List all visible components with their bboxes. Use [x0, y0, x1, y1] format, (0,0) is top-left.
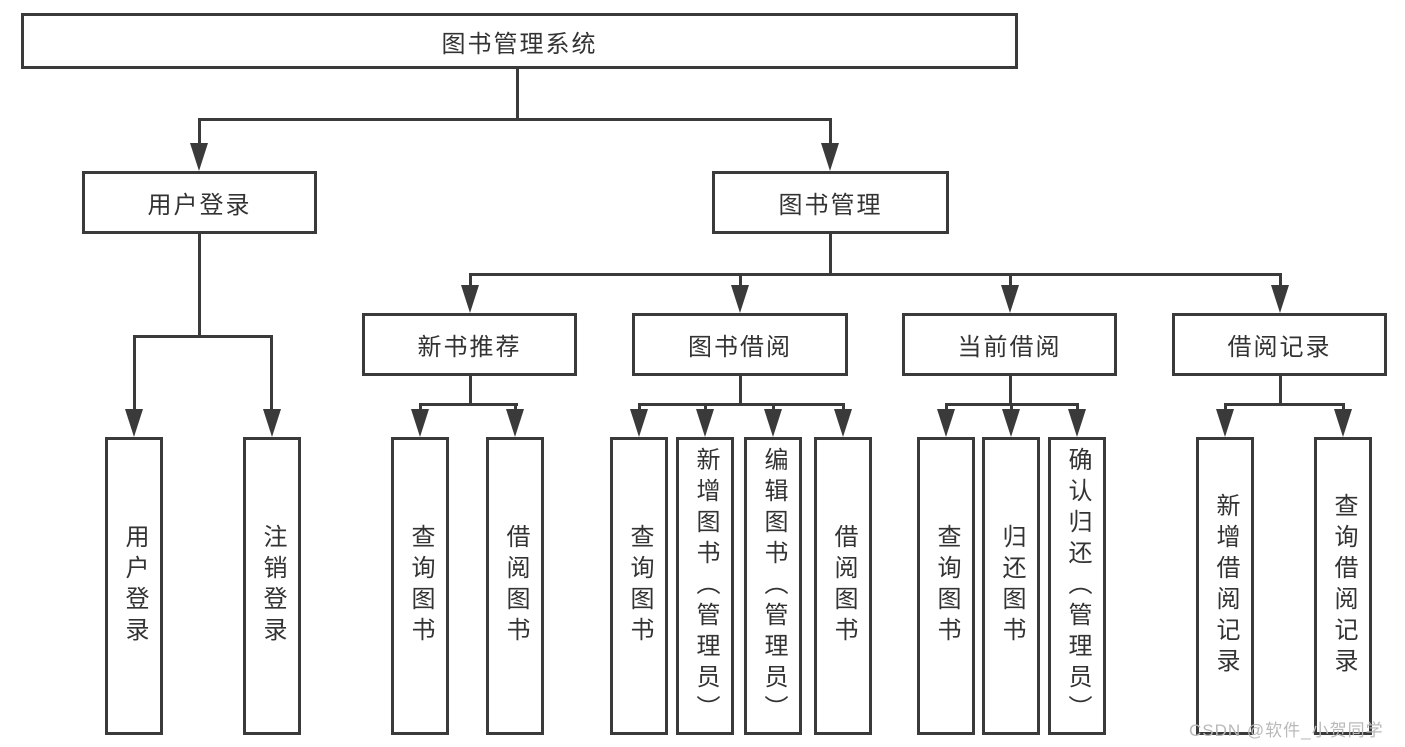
arrow-down-icon	[506, 409, 524, 437]
connector-borrowing-split	[638, 403, 845, 406]
node-new-book-recommend: 新书推荐	[362, 313, 577, 376]
connector-shaft	[514, 403, 517, 411]
leaf-query-borrow-record: 查询借阅记录	[1314, 437, 1372, 735]
arrow-down-icon	[821, 143, 839, 171]
arrow-down-icon	[190, 143, 208, 171]
arrow-down-icon	[834, 409, 852, 437]
connector-userlogin-split	[133, 335, 273, 338]
connector-bookmgmt-stem	[829, 234, 832, 273]
connector-shaft	[842, 403, 845, 411]
arrow-down-icon	[461, 285, 479, 313]
connector-bookmgmt-split	[469, 273, 1281, 276]
connector-newbooks-stem	[469, 376, 472, 403]
connector-userlogin-stem	[198, 234, 201, 335]
watermark: CSDN @软件_小贺同学	[1189, 721, 1384, 740]
root-node: 图书管理系统	[21, 13, 1018, 69]
leaf-query-books-borrowing: 查询图书	[610, 437, 668, 735]
node-borrowing-records: 借阅记录	[1172, 313, 1387, 376]
leaf-logout: 注销登录	[243, 437, 301, 735]
arrow-down-icon	[630, 409, 648, 437]
node-book-management: 图书管理	[712, 171, 949, 234]
connector-shaft	[829, 118, 832, 144]
arrow-down-icon	[696, 409, 714, 437]
connector-shaft	[133, 335, 136, 410]
leaf-query-books-current: 查询图书	[917, 437, 975, 735]
node-current-borrowing: 当前借阅	[902, 313, 1117, 376]
connector-newbooks-split	[419, 403, 518, 406]
arrow-down-icon	[731, 285, 749, 313]
leaf-borrow-books-recommend: 借阅图书	[486, 437, 544, 735]
connector-shaft	[1009, 273, 1012, 287]
connector-shaft	[198, 118, 201, 144]
leaf-confirm-return-admin: 确认归还（管理员）	[1048, 437, 1106, 735]
arrow-down-icon	[125, 409, 143, 437]
connector-current-stem	[1009, 376, 1012, 403]
leaf-add-borrow-record: 新增借阅记录	[1196, 437, 1254, 735]
connector-shaft	[419, 403, 422, 411]
connector-shaft	[270, 335, 273, 410]
connector-shaft	[739, 273, 742, 287]
node-user-login: 用户登录	[82, 171, 317, 234]
connector-shaft	[638, 403, 641, 411]
leaf-user-login: 用户登录	[105, 437, 163, 735]
connector-shaft	[945, 403, 948, 411]
connector-records-split	[1224, 403, 1345, 406]
connector-shaft	[1076, 403, 1079, 411]
connector-borrowing-stem	[739, 376, 742, 403]
connector-records-stem	[1279, 376, 1282, 403]
arrow-down-icon	[263, 409, 281, 437]
arrow-down-icon	[764, 409, 782, 437]
leaf-query-books-recommend: 查询图书	[391, 437, 449, 735]
arrow-down-icon	[1216, 409, 1234, 437]
leaf-add-books-admin: 新增图书（管理员）	[676, 437, 734, 735]
connector-shaft	[1224, 403, 1227, 411]
arrow-down-icon	[1271, 285, 1289, 313]
arrow-down-icon	[1002, 409, 1020, 437]
connector-shaft	[1279, 273, 1282, 287]
connector-root-split	[198, 118, 832, 121]
leaf-edit-books-admin: 编辑图书（管理员）	[744, 437, 802, 735]
arrow-down-icon	[937, 409, 955, 437]
arrow-down-icon	[1068, 409, 1086, 437]
connector-shaft	[1010, 403, 1013, 411]
arrow-down-icon	[1334, 409, 1352, 437]
connector-shaft	[1342, 403, 1345, 411]
leaf-borrow-books: 借阅图书	[814, 437, 872, 735]
connector-shaft	[772, 403, 775, 411]
arrow-down-icon	[411, 409, 429, 437]
connector-shaft	[469, 273, 472, 287]
connector-root-stem	[516, 68, 519, 118]
node-book-borrowing: 图书借阅	[632, 313, 848, 376]
connector-shaft	[704, 403, 707, 411]
arrow-down-icon	[1001, 285, 1019, 313]
leaf-return-books: 归还图书	[982, 437, 1040, 735]
